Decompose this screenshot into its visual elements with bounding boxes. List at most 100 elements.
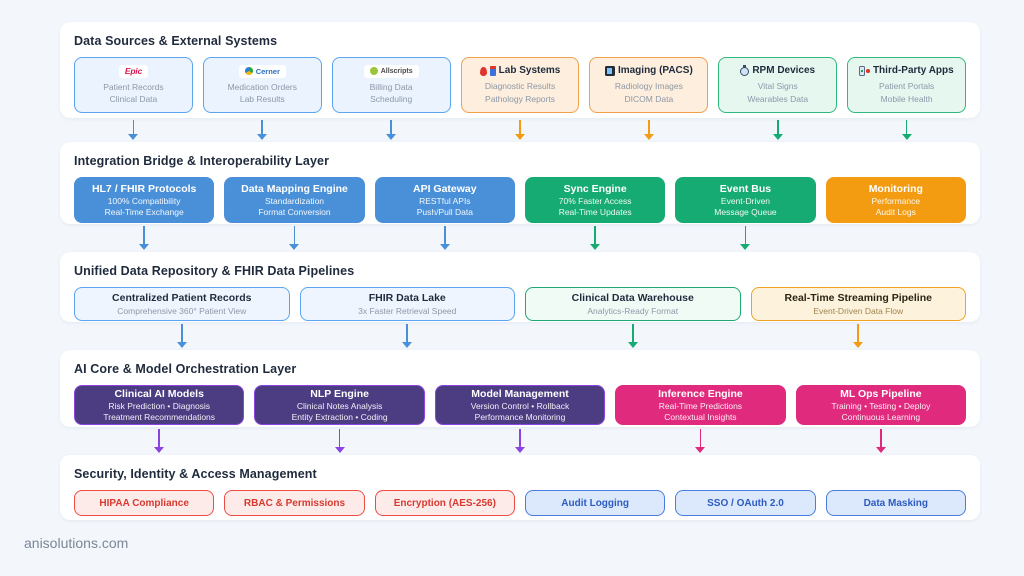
node-sub-1: Standardization <box>264 195 325 206</box>
node-sub-1: Vital Signs <box>757 81 798 91</box>
connector-arrow <box>154 429 165 453</box>
node-title: Real-Time Streaming Pipeline <box>784 291 932 304</box>
connector-arrow <box>853 324 864 348</box>
node-rbac-permissions[interactable]: RBAC & Permissions <box>224 490 365 516</box>
node-monitoring[interactable]: Monitoring Performance Audit Logs <box>825 177 966 223</box>
node-sub-1: 3x Faster Retrieval Speed <box>358 305 457 316</box>
node-third-party-apps[interactable]: Third-Party Apps Patient Portals Mobile … <box>847 57 967 113</box>
xray-icon <box>604 66 615 76</box>
node-sub-2: Wearables Data <box>747 93 809 104</box>
connector-arrow <box>439 226 450 250</box>
node-header: Third-Party Apps <box>859 65 954 77</box>
node-sub-2: Mobile Health <box>880 93 933 104</box>
node-sub-2: Entity Extraction • Coding <box>291 411 388 422</box>
node-sub-1: Analytics-Ready Format <box>587 305 679 316</box>
node-clinical-data-warehouse[interactable]: Clinical Data Warehouse Analytics-Ready … <box>525 287 741 321</box>
node-nlp-engine[interactable]: NLP Engine Clinical Notes Analysis Entit… <box>254 385 425 425</box>
layer-title-ai-core: AI Core & Model Orchestration Layer <box>74 362 297 376</box>
blood-drop-icon <box>479 66 487 76</box>
node-sync-engine[interactable]: Sync Engine 70% Faster Access Real-Time … <box>524 177 666 223</box>
connector-arrow <box>386 120 397 140</box>
node-sub-2: Contextual Insights <box>664 411 737 422</box>
node-clinical-ai-models[interactable]: Clinical AI Models Risk Prediction • Dia… <box>74 385 245 425</box>
node-sub-1: Diagnostic Results <box>484 81 556 91</box>
node-real-time-streaming-pipeline[interactable]: Real-Time Streaming Pipeline Event-Drive… <box>750 287 966 321</box>
connector-arrow <box>515 429 526 453</box>
node-header: Lab Systems <box>479 65 560 77</box>
layer-data-sources: Data Sources & External Systems Epic Pat… <box>60 22 980 118</box>
node-data-masking[interactable]: Data Masking <box>825 490 966 516</box>
node-lab-systems[interactable]: Lab Systems Diagnostic Results Pathology… <box>460 57 580 113</box>
node-fhir-data-lake[interactable]: FHIR Data Lake 3x Faster Retrieval Speed <box>299 287 515 321</box>
layer-nodes-row: HL7 / FHIR Protocols 100% Compatibility … <box>60 168 980 236</box>
connector-arrow <box>402 324 413 348</box>
node-sub-1: 70% Faster Access <box>558 195 632 206</box>
node-sub-1: Event-Driven Data Flow <box>813 305 904 316</box>
node-sub-1: RESTful APIs <box>419 195 471 206</box>
node-event-bus[interactable]: Event Bus Event-Driven Message Queue <box>675 177 816 223</box>
node-hl7-fhir-protocols[interactable]: HL7 / FHIR Protocols 100% Compatibility … <box>74 177 215 223</box>
connector-arrow <box>334 429 345 453</box>
node-sub-1: Risk Prediction • Diagnosis <box>108 400 211 411</box>
connector-arrow <box>257 120 268 140</box>
node-sub-2: Real-Time Updates <box>558 206 632 217</box>
node-sub-1: Patient Records <box>103 81 164 92</box>
layer-title-integration-bridge: Integration Bridge & Interoperability La… <box>74 154 330 168</box>
connector-arrow <box>627 324 638 348</box>
node-model-management[interactable]: Model Management Version Control • Rollb… <box>434 385 606 425</box>
node-epic[interactable]: Epic Patient Records Clinical Data <box>74 57 193 113</box>
node-header: Imaging (PACS) <box>604 65 693 77</box>
node-sso-oauth[interactable]: SSO / OAuth 2.0 <box>675 490 816 516</box>
node-sub-2: Continuous Learning <box>841 411 921 422</box>
node-sub-2: Real-Time Exchange <box>104 206 184 217</box>
connector-arrow <box>128 120 139 140</box>
node-ml-ops-pipeline[interactable]: ML Ops Pipeline Training • Testing • Dep… <box>795 385 967 425</box>
layer-title-unified-data-repository: Unified Data Repository & FHIR Data Pipe… <box>74 264 355 278</box>
node-sub-1: Comprehensive 360° Patient View <box>117 305 247 316</box>
connector-arrow <box>289 226 300 250</box>
node-audit-logging[interactable]: Audit Logging <box>524 490 666 516</box>
epic-logo: Epic <box>118 64 148 78</box>
node-rpm-devices[interactable]: RPM Devices Vital Signs Wearables Data <box>718 57 838 113</box>
node-cerner[interactable]: Cerner Medication Orders Lab Results <box>202 57 322 113</box>
layer-unified-data-repository: Unified Data Repository & FHIR Data Pipe… <box>60 252 980 322</box>
node-title: Centralized Patient Records <box>112 291 252 304</box>
node-sub-1: Performance <box>871 195 921 206</box>
node-sub-1: Billing Data <box>369 81 413 92</box>
connector-arrow <box>740 226 751 250</box>
node-sub-2: Audit Logs <box>875 206 916 217</box>
node-centralized-patient-records[interactable]: Centralized Patient Records Comprehensiv… <box>74 287 290 321</box>
connector-arrow <box>901 120 912 140</box>
node-sub-2: Performance Monitoring <box>474 411 566 422</box>
node-title: Clinical Data Warehouse <box>571 291 694 304</box>
node-title: Monitoring <box>868 182 923 195</box>
mobile-phone-icon <box>859 66 866 76</box>
node-header: RPM Devices <box>740 64 815 77</box>
connector-arrow <box>590 226 601 250</box>
connector-arrow <box>875 429 886 453</box>
node-title: HL7 / FHIR Protocols <box>91 182 197 195</box>
connector-arrow <box>643 120 654 140</box>
layer-title-data-sources: Data Sources & External Systems <box>74 34 278 48</box>
node-sub-2: Message Queue <box>714 206 777 217</box>
node-title: Model Management <box>471 387 569 400</box>
node-api-gateway[interactable]: API Gateway RESTful APIs Push/Pull Data <box>374 177 515 223</box>
node-sub-2: Format Conversion <box>258 206 331 217</box>
node-title: FHIR Data Lake <box>368 291 446 304</box>
node-sub-2: DICOM Data <box>624 93 674 104</box>
node-imaging-pacs[interactable]: Imaging (PACS) Radiology Images DICOM Da… <box>589 57 709 113</box>
node-sub-1: Event-Driven <box>720 195 771 206</box>
test-tube-icon <box>489 66 496 76</box>
node-allscripts[interactable]: Allscripts Billing Data Scheduling <box>331 57 451 113</box>
node-inference-engine[interactable]: Inference Engine Real-Time Predictions C… <box>615 385 786 425</box>
node-sub-1: Medication Orders <box>227 81 298 92</box>
node-sub-2: Pathology Reports <box>485 93 555 104</box>
node-data-mapping-engine[interactable]: Data Mapping Engine Standardization Form… <box>224 177 365 223</box>
layer-nodes-row: Epic Patient Records Clinical Data Cerne… <box>60 48 980 126</box>
layer-nodes-row: Centralized Patient Records Comprehensiv… <box>60 278 980 334</box>
node-hipaa-compliance[interactable]: HIPAA Compliance <box>74 490 215 516</box>
node-encryption[interactable]: Encryption (AES-256) <box>374 490 515 516</box>
cerner-mark-icon <box>244 67 253 75</box>
node-sub-2: Lab Results <box>239 94 285 104</box>
allscripts-logo: Allscripts <box>363 64 419 78</box>
